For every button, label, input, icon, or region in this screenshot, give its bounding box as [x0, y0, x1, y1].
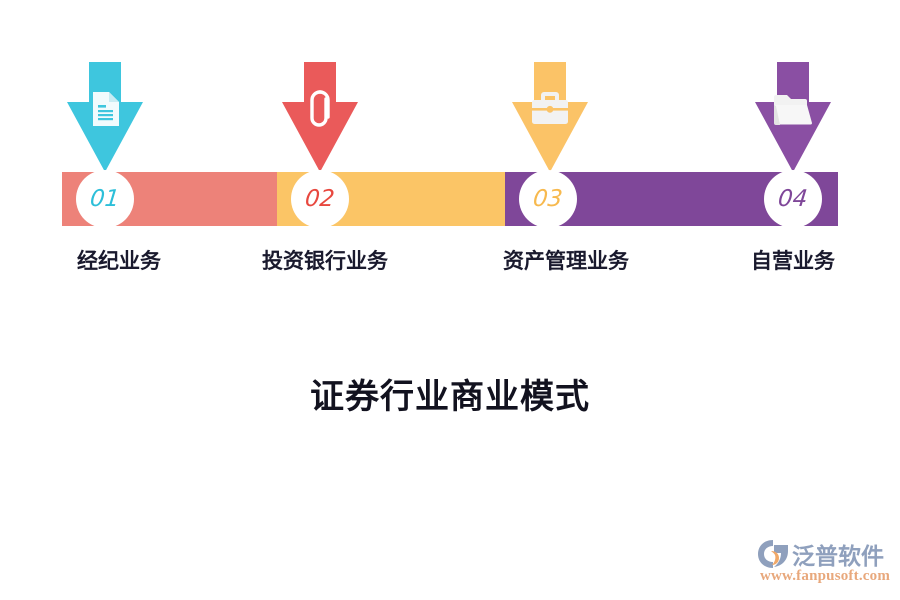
step-arrow-1	[67, 62, 143, 172]
fanpu-logo-icon	[758, 540, 788, 568]
step-arrow-3	[512, 62, 588, 172]
timeline-bar	[62, 172, 838, 226]
document-icon	[93, 92, 119, 126]
paperclip-icon	[310, 90, 330, 127]
step-number-2: 02	[304, 185, 337, 212]
arrow-shape-1	[67, 62, 143, 172]
step-number-4: 04	[777, 185, 810, 212]
arrow-shape-4	[755, 62, 831, 172]
step-label-1: 经纪业务	[77, 249, 161, 273]
watermark-logo-row: 泛普软件	[757, 538, 893, 570]
step-number-3: 03	[532, 185, 565, 212]
step-circle-3[interactable]: 03	[519, 170, 577, 228]
watermark-brand-text: 泛普软件	[792, 544, 884, 570]
step-arrow-2	[282, 62, 358, 172]
step-arrow-4	[755, 62, 831, 172]
step-circle-2[interactable]: 02	[291, 170, 349, 228]
step-circle-4[interactable]: 04	[764, 170, 822, 228]
step-label-3: 资产管理业务	[503, 249, 629, 273]
step-number-1: 01	[89, 185, 122, 212]
arrow-shape-3	[512, 62, 588, 172]
folder-icon	[774, 95, 812, 125]
watermark-url-text: www.fanpusoft.com	[759, 568, 891, 584]
step-label-2: 投资银行业务	[262, 249, 388, 273]
arrow-shape-2	[282, 62, 358, 172]
watermark: 泛普软件 www.fanpusoft.com	[757, 538, 893, 590]
step-label-4: 自营业务	[751, 249, 835, 273]
page-title: 证券行业商业模式	[310, 379, 590, 416]
briefcase-icon	[532, 92, 568, 124]
step-circle-1[interactable]: 01	[76, 170, 134, 228]
